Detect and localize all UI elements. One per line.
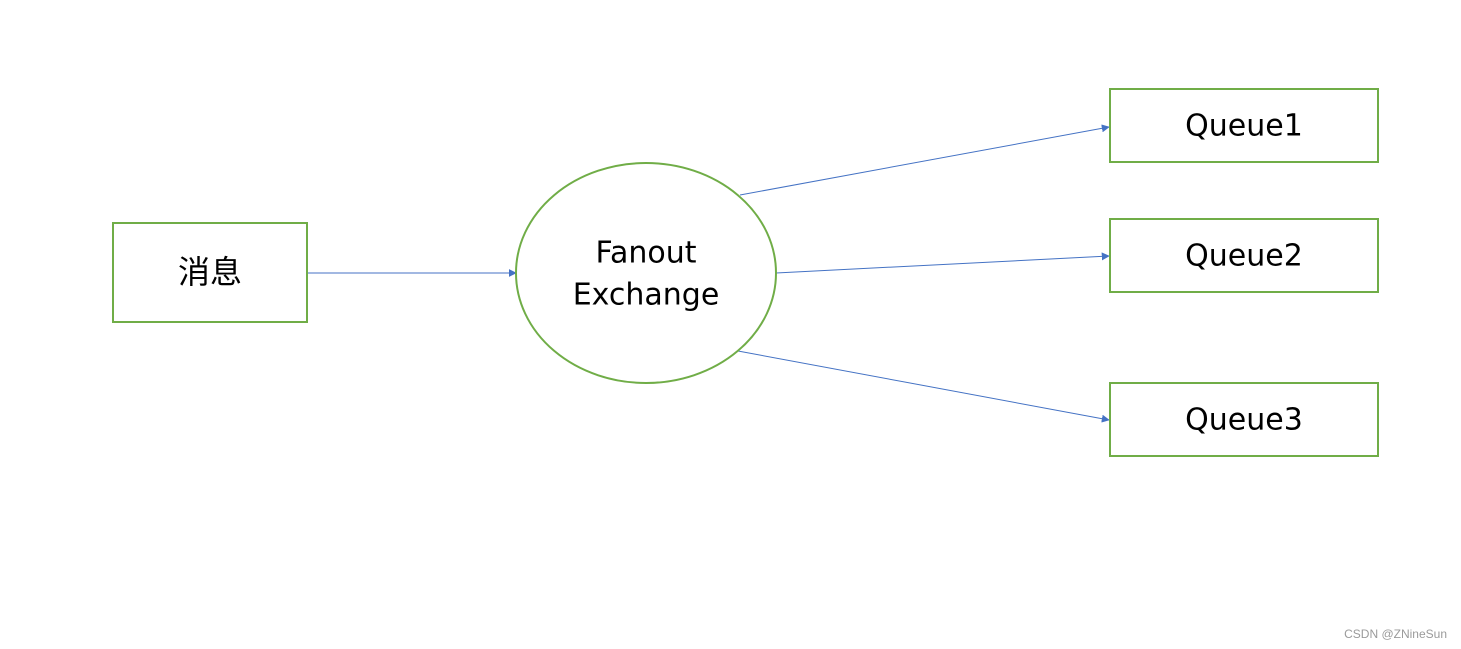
edge-exchange-to-queue1: [739, 124, 1110, 196]
edge-exchange-to-queue2: [775, 252, 1110, 274]
message-node: 消息: [112, 222, 308, 323]
queue1-label: Queue1: [1185, 109, 1303, 144]
queue2-node: Queue2: [1109, 218, 1379, 293]
edge-exchange-to-queue3: [737, 350, 1110, 423]
message-label: 消息: [178, 253, 242, 291]
queue3-node: Queue3: [1109, 382, 1379, 457]
exchange-label-line1: Fanout: [595, 236, 696, 271]
queue1-node: Queue1: [1109, 88, 1379, 163]
queue2-label: Queue2: [1185, 239, 1303, 274]
exchange-label-line2: Exchange: [573, 278, 720, 313]
watermark-text: CSDN @ZNineSun: [1344, 627, 1447, 641]
fanout-exchange-node: Fanout Exchange: [515, 162, 777, 384]
queue3-label: Queue3: [1185, 403, 1303, 438]
